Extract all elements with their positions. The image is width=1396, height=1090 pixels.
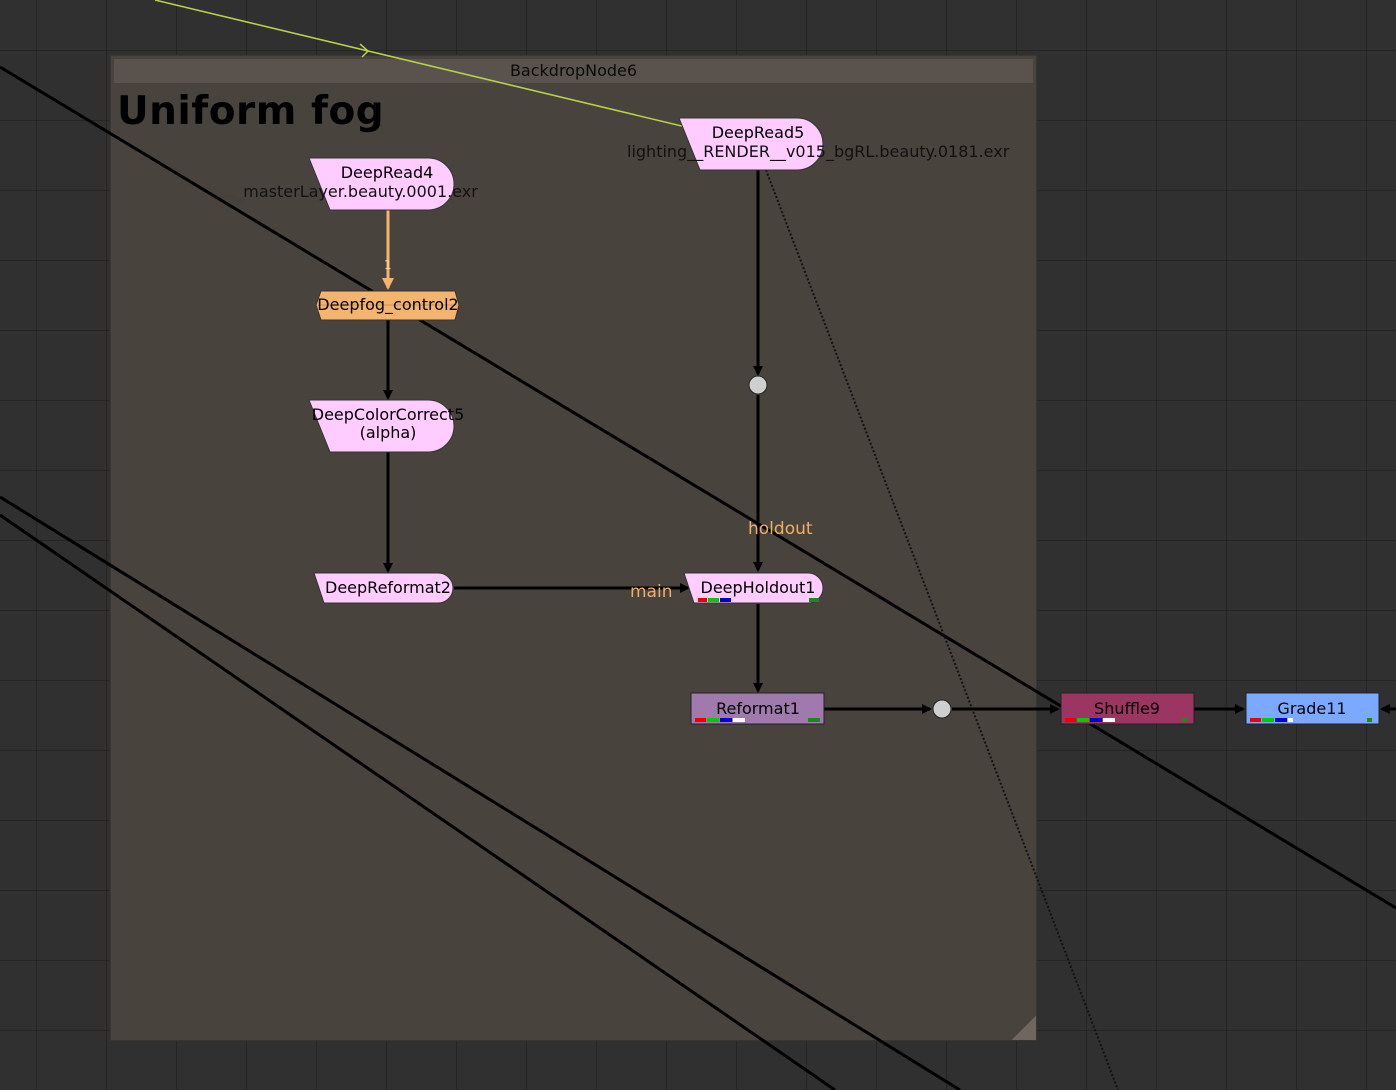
background-pipe[interactable] (0, 495, 961, 1090)
deepreformat-label: DeepReformat2 (325, 578, 451, 597)
dotted-expression-link (765, 169, 1119, 1090)
deepread4-label: DeepRead4 (340, 163, 434, 182)
shuffle-label: Shuffle9 (1094, 699, 1160, 718)
backdrop-title: Uniform fog (117, 89, 385, 134)
deepread5-node[interactable] (678, 117, 824, 171)
background-pipe[interactable] (0, 65, 1396, 910)
holdout-input-label: holdout (748, 519, 813, 539)
backdrop-resize-handle[interactable] (1012, 1016, 1036, 1040)
dot-node[interactable] (932, 699, 952, 719)
deepcolorcorrect-sublabel: (alpha) (359, 423, 417, 442)
input-number-label: 1 (384, 258, 392, 272)
dot-node[interactable] (748, 375, 768, 395)
deepholdout-node[interactable] (683, 572, 824, 604)
channel-green (708, 598, 719, 602)
background-pipe[interactable] (0, 513, 836, 1090)
green-link-arrow (359, 43, 370, 58)
deepread5-file: lighting__RENDER__v015_bgRL.beauty.0181.… (627, 142, 1010, 161)
deepfog-control-label: Deepfog_control2 (317, 295, 459, 314)
channel-blue (720, 598, 731, 602)
deepread4-file-prefix: ..._ (220, 182, 244, 201)
deepcolorcorrect-label: DeepColorCorrect5 (311, 405, 465, 424)
deepread5-label: DeepRead5 (711, 123, 805, 142)
backdrop-header[interactable]: BackdropNode6 (114, 59, 1033, 83)
backdrop-node[interactable]: BackdropNode6 Uniform fog (110, 55, 1037, 1041)
deepholdout-label: DeepHoldout1 (700, 578, 816, 597)
deepread4-file: masterLayer.beauty.0001.exr (243, 182, 478, 201)
channel-indicator (809, 598, 819, 602)
green-link[interactable] (154, 0, 691, 129)
deepreformat-node[interactable] (313, 572, 454, 604)
deepread4-file-label: ..._masterLayer.beauty.0001.exr (220, 182, 478, 201)
reformat-label: Reformat1 (716, 699, 800, 718)
grade-label: Grade11 (1277, 699, 1347, 718)
deepread4-node[interactable] (308, 157, 455, 211)
deepcolorcorrect-node[interactable] (308, 399, 455, 453)
channel-red (698, 598, 707, 602)
main-input-label: main (630, 582, 673, 602)
